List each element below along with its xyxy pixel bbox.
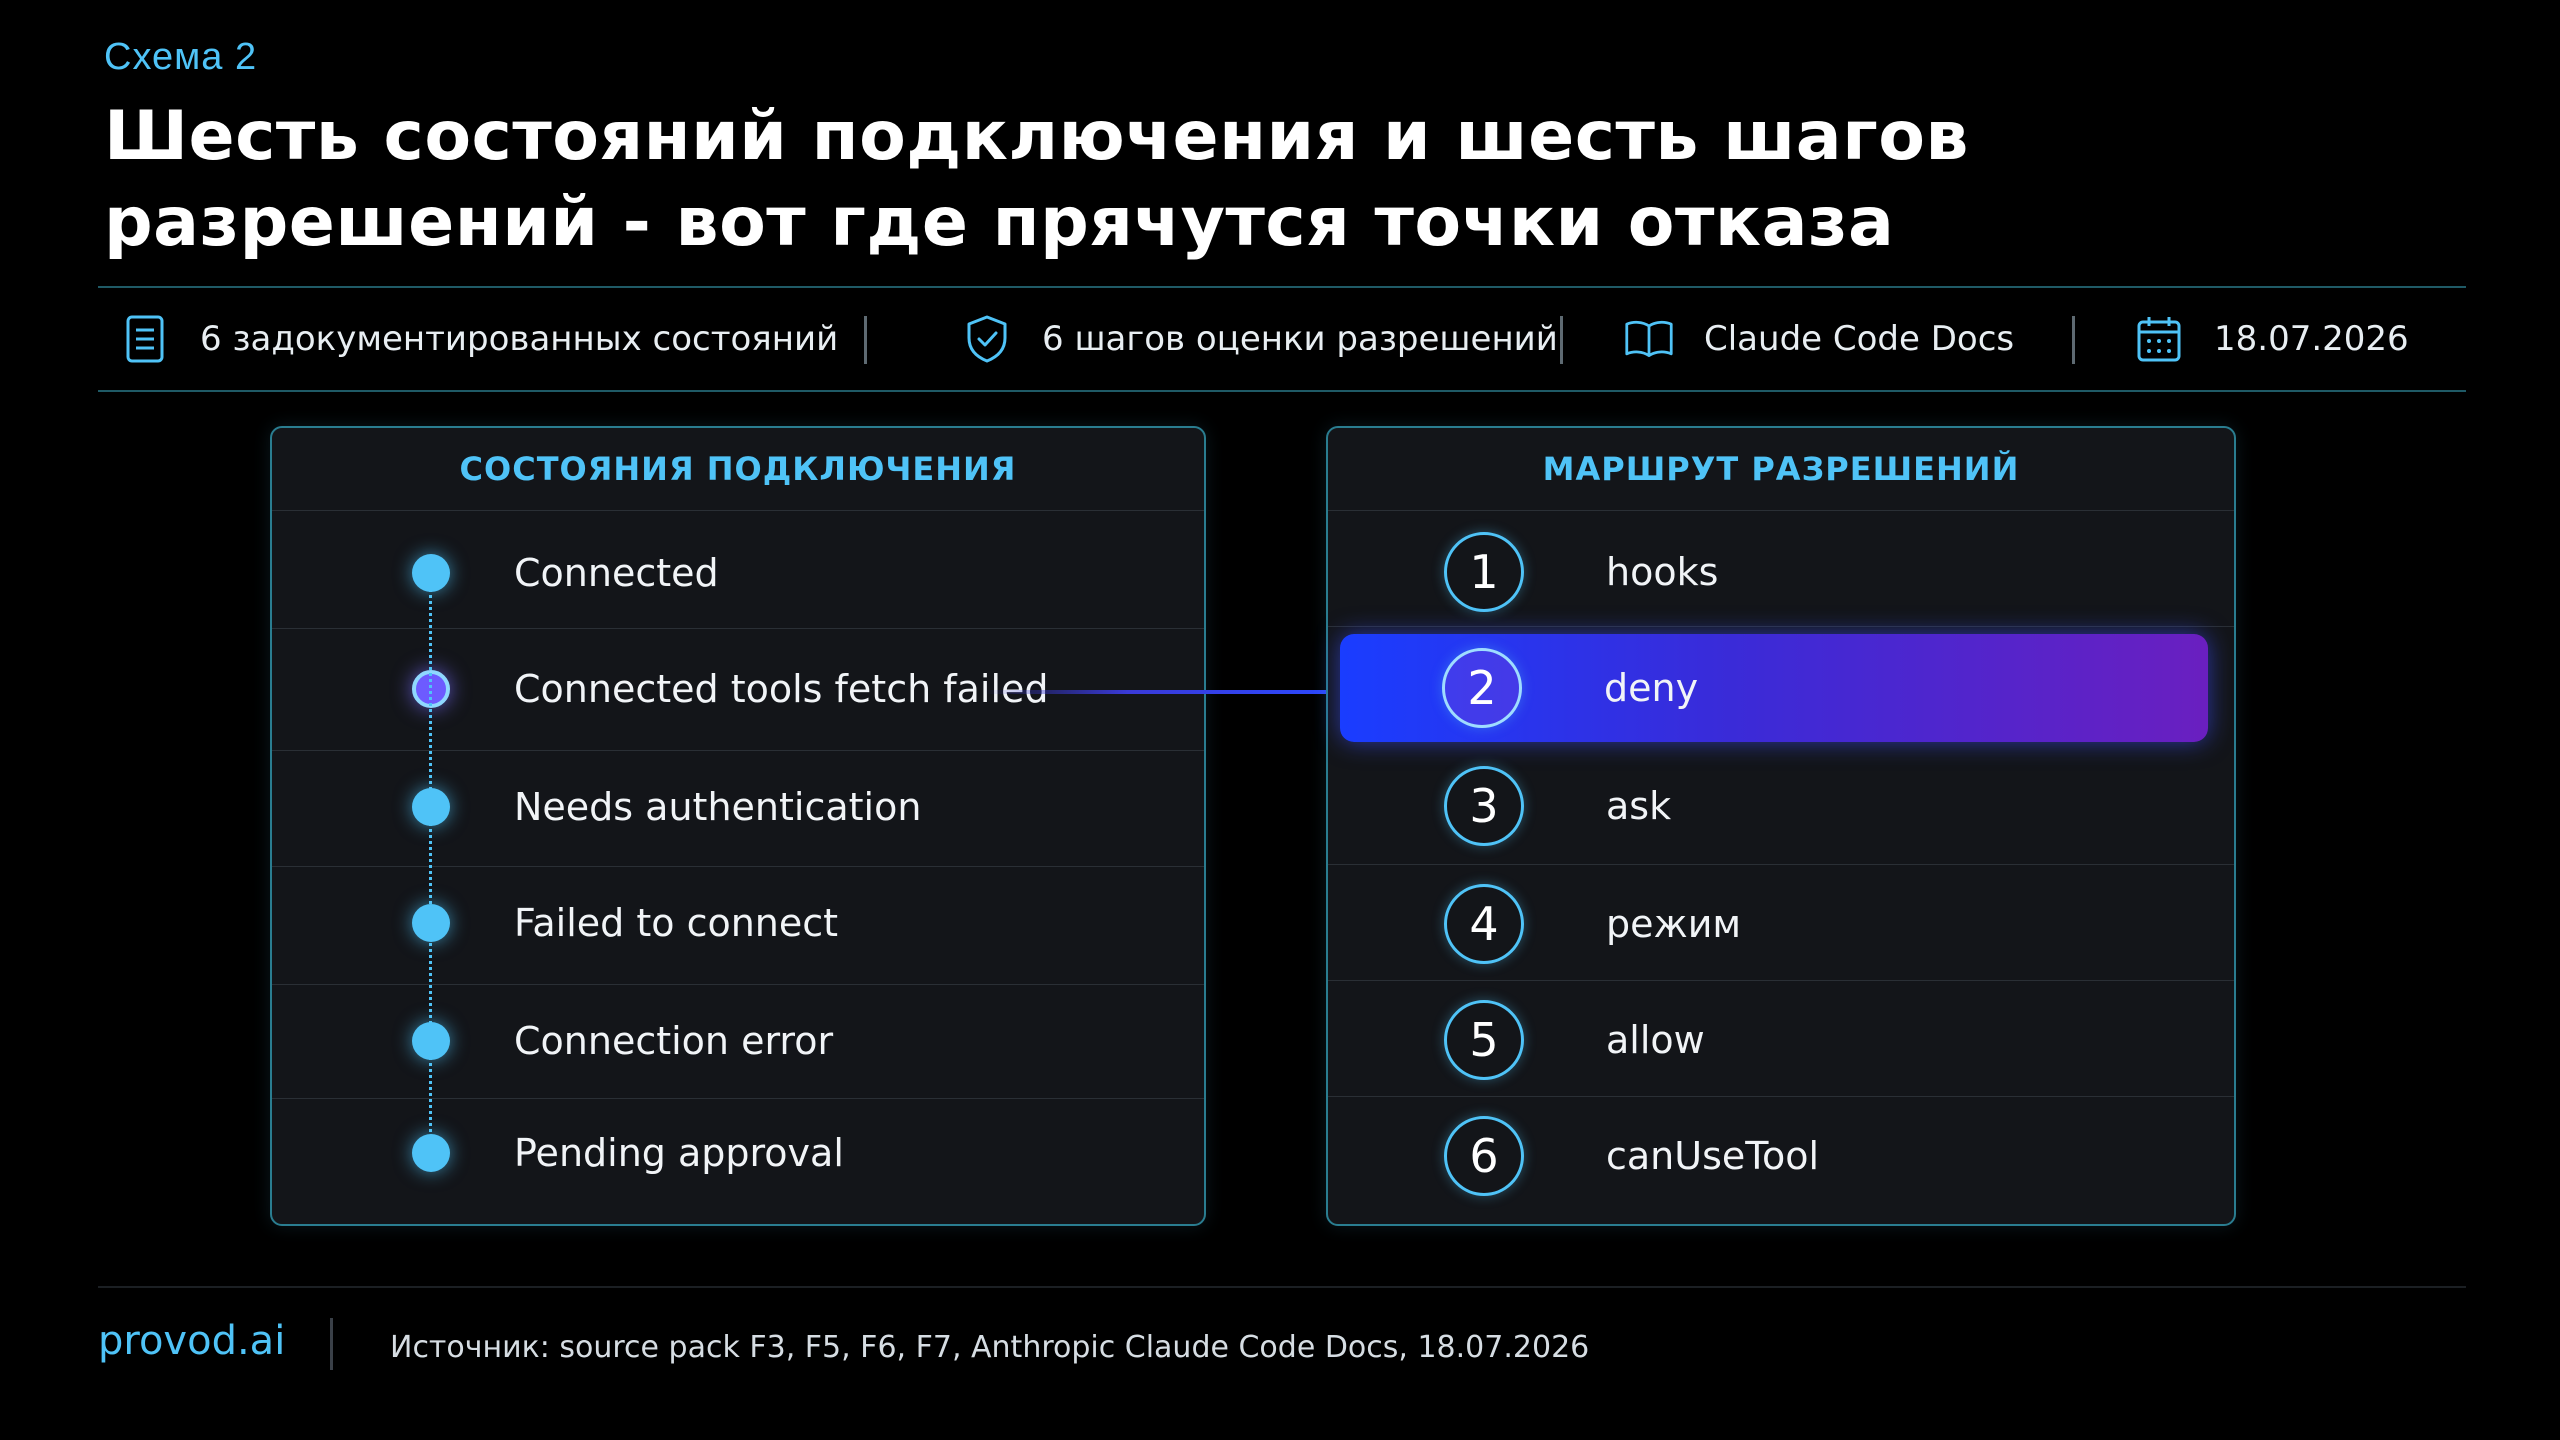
step-number: 4 [1444,884,1524,964]
connection-states-heading: СОСТОЯНИЯ ПОДКЛЮЧЕНИЯ [272,428,1204,511]
connection-states-panel: СОСТОЯНИЯ ПОДКЛЮЧЕНИЯ Connected Connecte… [270,426,1206,1226]
step-label: hooks [1606,550,1719,594]
meta-permissions-text: 6 шагов оценки разрешений [1042,319,1558,359]
state-row-failed-to-connect: Failed to connect [272,888,1204,958]
row-divider [1328,980,2234,981]
row-divider [1328,864,2234,865]
timeline-connector [429,572,432,1156]
row-divider [1328,1096,2234,1097]
step-number: 5 [1444,1000,1524,1080]
permission-route-heading: МАРШРУТ РАЗРЕШЕНИЙ [1328,428,2234,511]
diagram-kicker: Схема 2 [104,36,258,78]
state-label: Needs authentication [514,785,922,829]
page-title: Шесть состояний подключения и шесть шаго… [104,97,1969,262]
row-divider [272,628,1204,629]
meta-separator [2072,316,2075,364]
step-number: 3 [1444,766,1524,846]
state-row-needs-auth: Needs authentication [272,772,1204,842]
meta-separator [864,316,867,364]
step-row-2-highlighted: 2 deny [1340,634,2208,742]
meta-states-text: 6 задокументированных состояний [200,319,839,359]
step-number: 1 [1444,532,1524,612]
meta-bar: 6 задокументированных состояний 6 шагов … [98,286,2466,392]
state-label: Connection error [514,1019,834,1063]
meta-item-states: 6 задокументированных состояний [120,288,838,390]
state-label: Connected [514,551,719,595]
state-row-pending-approval: Pending approval [272,1118,1204,1188]
step-row-5: 5 allow [1328,1000,2234,1084]
step-row-1: 1 hooks [1328,532,2234,616]
row-divider [272,750,1204,751]
step-number: 6 [1444,1116,1524,1196]
row-divider [1328,626,2234,627]
meta-item-permissions: 6 шагов оценки разрешений [962,288,1558,390]
step-label: deny [1604,666,1699,710]
document-icon [120,314,170,364]
permission-route-panel: МАРШРУТ РАЗРЕШЕНИЙ 1 hooks 3 ask 4 режим… [1326,426,2236,1226]
state-label: Pending approval [514,1131,844,1175]
step-label: canUseTool [1606,1134,1820,1178]
step-label: allow [1606,1018,1705,1062]
state-label: Connected tools fetch failed [514,667,1049,711]
footer-divider [98,1286,2466,1288]
state-label: Failed to connect [514,901,839,945]
meta-item-source: Claude Code Docs [1624,288,2014,390]
step-row-6: 6 canUseTool [1328,1116,2234,1200]
step-row-3: 3 ask [1328,766,2234,850]
state-row-connected: Connected [272,538,1204,608]
brand-logo-text: provod.ai [98,1318,286,1364]
row-divider [272,866,1204,867]
state-row-tools-fetch-failed: Connected tools fetch failed [272,654,1204,724]
step-row-4: 4 режим [1328,884,2234,968]
source-note: Источник: source pack F3, F5, F6, F7, An… [390,1330,1590,1365]
book-icon [1624,314,1674,364]
footer-separator [330,1318,333,1370]
row-divider [272,984,1204,985]
meta-separator [1560,316,1563,364]
meta-date-text: 18.07.2026 [2214,319,2409,359]
step-number: 2 [1442,648,1522,728]
shield-check-icon [962,314,1012,364]
meta-source-text: Claude Code Docs [1704,319,2015,359]
step-label: ask [1606,784,1672,828]
state-row-connection-error: Connection error [272,1006,1204,1076]
state-to-step-connector [984,690,1344,694]
row-divider [272,1098,1204,1099]
step-label: режим [1606,902,1742,946]
calendar-icon [2134,314,2184,364]
meta-item-date: 18.07.2026 [2134,288,2409,390]
